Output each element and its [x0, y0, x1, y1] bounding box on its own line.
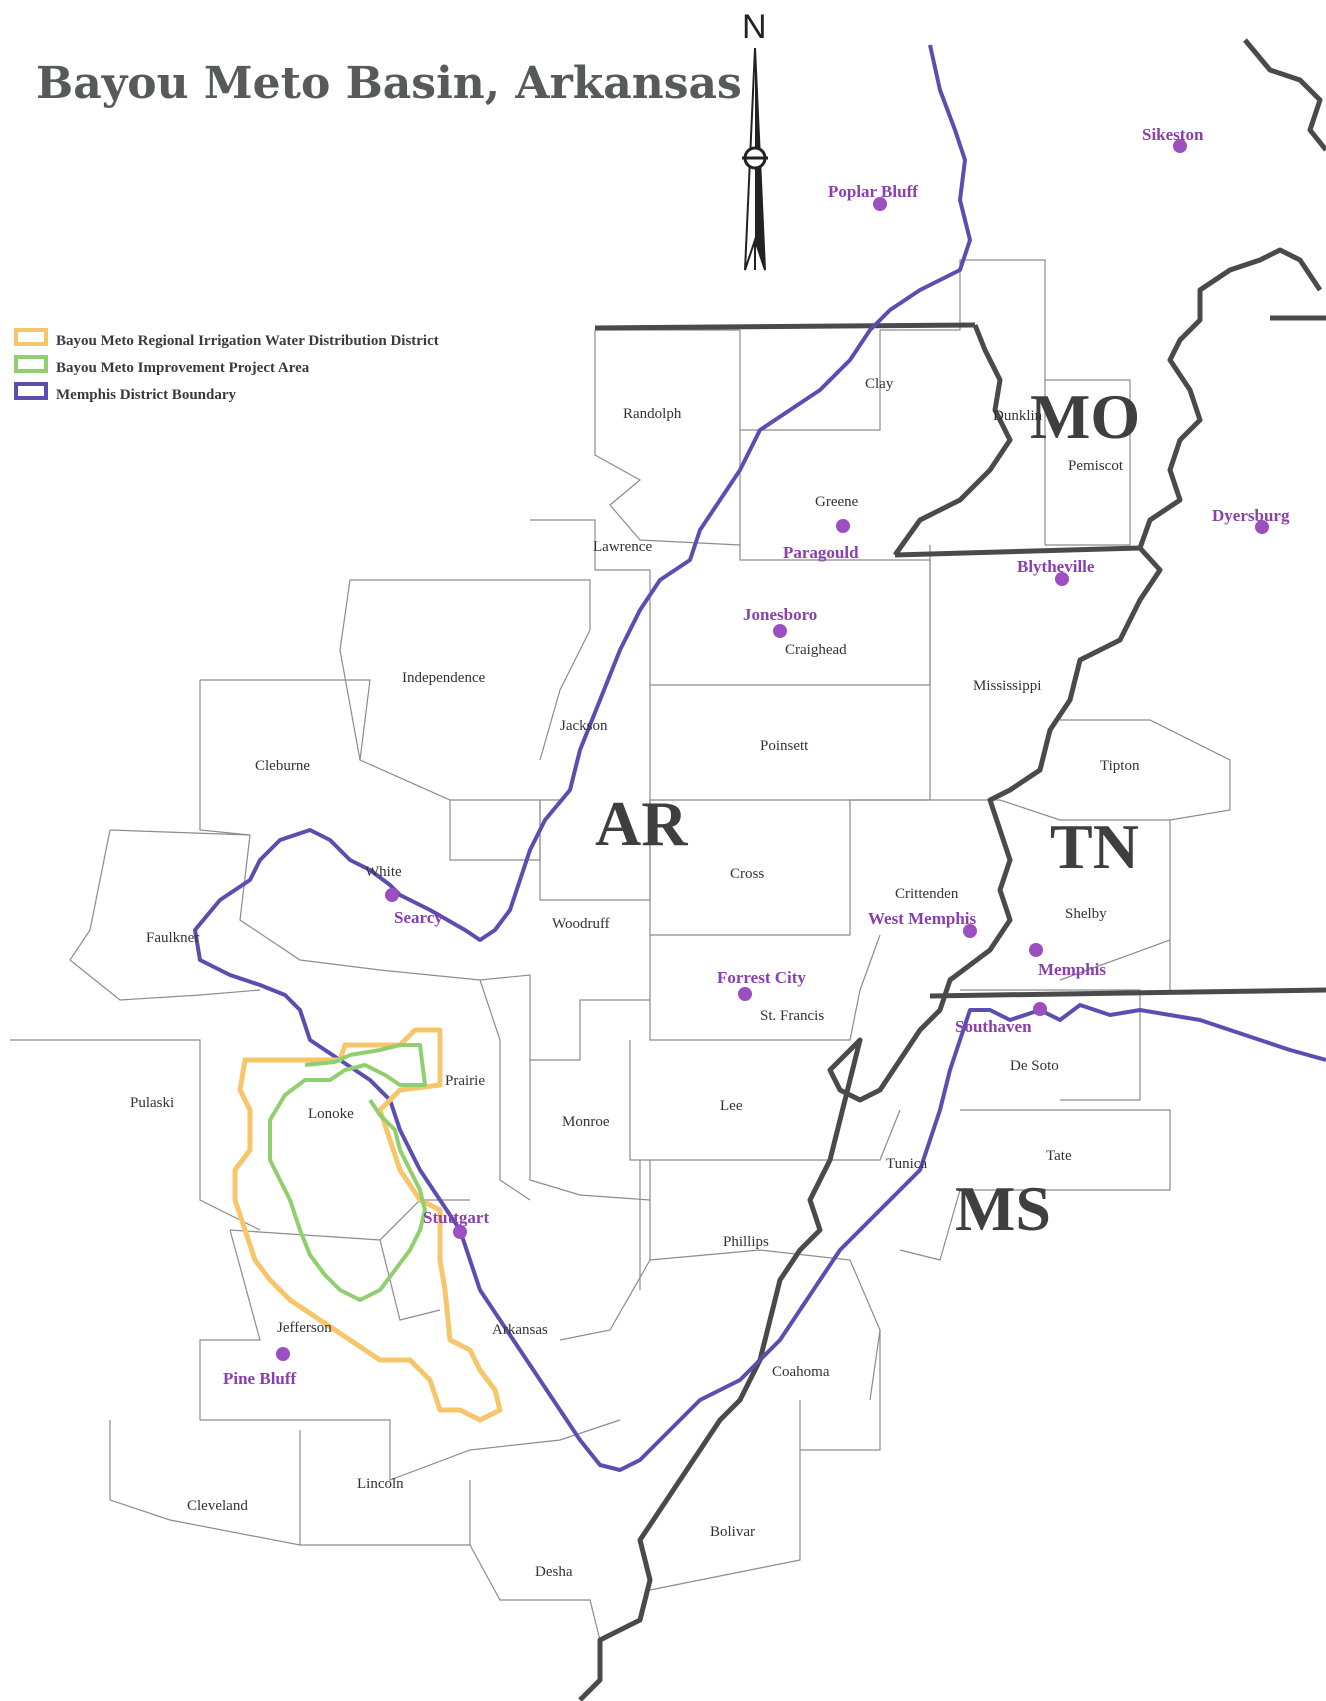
county-boundaries — [10, 259, 1231, 1641]
county-label: Monroe — [562, 1114, 610, 1130]
city-labels: Sikeston Poplar Bluff Dyersburg Paragoul… — [223, 125, 1290, 1388]
memphis-district-boundary — [193, 44, 1326, 1472]
county-label: Poinsett — [760, 738, 809, 754]
county-label: Tipton — [1100, 758, 1140, 774]
county-label: Dunklin — [993, 408, 1043, 424]
city-label: Paragould — [783, 543, 859, 562]
city-dot — [963, 924, 977, 938]
legend-item-memphis-boundary: Memphis District Boundary — [14, 382, 237, 403]
city-label: Southaven — [955, 1017, 1032, 1036]
city-label: West Memphis — [868, 909, 977, 928]
county-label: Crittenden — [895, 886, 959, 902]
county-label: Woodruff — [552, 916, 610, 932]
county-label: White — [365, 864, 402, 880]
county-label: Lee — [720, 1098, 743, 1114]
county-label: Desha — [535, 1564, 573, 1580]
county-label: Bolivar — [710, 1524, 755, 1540]
county-label: Greene — [815, 494, 859, 510]
city-label: Jonesboro — [743, 605, 817, 624]
county-label: Pemiscot — [1068, 458, 1124, 474]
state-label-ar: AR — [595, 788, 688, 859]
county-label: Cleveland — [187, 1498, 248, 1514]
county-label: Mississippi — [973, 678, 1041, 694]
city-label: Stuttgart — [423, 1208, 489, 1227]
city-dot — [385, 888, 399, 902]
legend-item-improvement-project: Bayou Meto Improvement Project Area — [14, 355, 310, 376]
county-label: Arkansas — [492, 1322, 548, 1338]
map-legend: Bayou Meto Regional Irrigation Water Dis… — [14, 328, 439, 403]
county-label: Prairie — [445, 1073, 485, 1089]
city-dot — [1173, 139, 1187, 153]
county-label: Shelby — [1065, 906, 1107, 922]
county-label: Randolph — [623, 406, 682, 422]
county-label: Jefferson — [277, 1320, 332, 1336]
county-label: Lawrence — [593, 539, 652, 555]
county-labels: Clay Randolph Dunklin Pemiscot Greene La… — [130, 376, 1140, 1580]
state-label-tn: TN — [1050, 811, 1139, 882]
state-boundaries — [578, 38, 1326, 1701]
city-label: Pine Bluff — [223, 1369, 297, 1388]
city-label: Blytheville — [1017, 557, 1095, 576]
county-label: Tunica — [886, 1156, 927, 1172]
legend-label: Bayou Meto Regional Irrigation Water Dis… — [56, 333, 439, 349]
city-dot — [738, 987, 752, 1001]
county-label: De Soto — [1010, 1058, 1059, 1074]
city-label: Poplar Bluff — [828, 182, 918, 201]
county-label: Cleburne — [255, 758, 310, 774]
county-label: Lonoke — [308, 1106, 354, 1122]
improvement-project-area — [268, 1043, 427, 1302]
county-label: Lincoln — [357, 1476, 404, 1492]
legend-label: Bayou Meto Improvement Project Area — [56, 360, 310, 376]
city-label: Dyersburg — [1212, 506, 1290, 525]
county-label: Pulaski — [130, 1095, 174, 1111]
regional-irrigation-district-area — [232, 1027, 503, 1423]
county-label: Phillips — [723, 1234, 769, 1250]
county-label: Craighead — [785, 642, 847, 658]
city-dot — [1033, 1002, 1047, 1016]
state-label-ms: MS — [955, 1173, 1051, 1244]
county-label: Independence — [402, 670, 486, 686]
city-markers — [276, 139, 1269, 1361]
legend-item-regional-irrigation: Bayou Meto Regional Irrigation Water Dis… — [14, 328, 439, 349]
county-label: Tate — [1046, 1148, 1072, 1164]
city-label: Memphis — [1038, 960, 1106, 979]
north-label: N — [742, 8, 767, 46]
county-label: Clay — [865, 376, 894, 392]
north-arrow-icon: N — [742, 8, 768, 271]
city-dot — [873, 197, 887, 211]
county-label: Coahoma — [772, 1364, 830, 1380]
city-dot — [1055, 572, 1069, 586]
county-label: St. Francis — [760, 1008, 824, 1024]
city-dot — [1029, 943, 1043, 957]
city-dot — [276, 1347, 290, 1361]
city-label: Sikeston — [1142, 125, 1204, 144]
state-labels: MO AR TN MS — [595, 381, 1140, 1244]
map-title: Bayou Meto Basin, Arkansas — [36, 58, 742, 109]
legend-label: Memphis District Boundary — [56, 387, 237, 403]
city-label: Searcy — [394, 908, 443, 927]
city-dot — [836, 519, 850, 533]
city-dot — [773, 624, 787, 638]
city-label: Forrest City — [717, 968, 806, 987]
county-label: Faulkner — [146, 930, 199, 946]
state-label-mo: MO — [1030, 381, 1140, 452]
county-label: Jackson — [560, 718, 608, 734]
city-dot — [453, 1225, 467, 1239]
county-label: Cross — [730, 866, 764, 882]
city-dot — [1255, 520, 1269, 534]
